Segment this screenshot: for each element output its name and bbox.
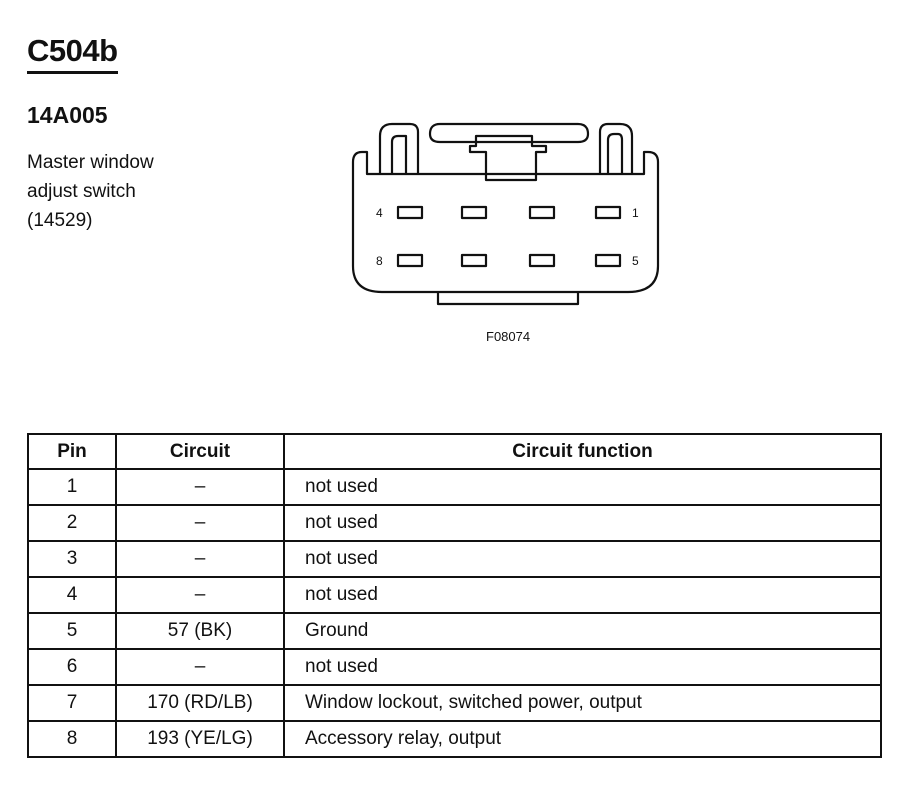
left-latch	[378, 122, 420, 174]
right-latch	[598, 122, 634, 174]
pin-cell: 5	[27, 612, 117, 650]
description-line: Master window	[27, 152, 154, 173]
pin-cell: 7	[27, 684, 117, 722]
column-header-function: Circuit function	[283, 433, 882, 470]
circuit-cell: –	[115, 648, 285, 686]
function-cell: Window lockout, switched power, output	[283, 684, 882, 722]
column-header-pin: Pin	[27, 433, 117, 470]
function-cell: Accessory relay, output	[283, 720, 882, 758]
bottom-tab	[436, 292, 580, 306]
connector-face-diagram: 4 1 8 5	[351, 122, 660, 306]
table-row: 6 – not used	[27, 648, 882, 686]
pin-cavity	[594, 253, 622, 268]
pin-cell: 4	[27, 576, 117, 614]
pin-cavity	[396, 205, 424, 220]
table-row: 8 193 (YE/LG) Accessory relay, output	[27, 720, 882, 758]
component-description: Master window adjust switch (14529)	[27, 148, 154, 235]
part-number: 14A005	[27, 102, 108, 128]
function-cell: not used	[283, 576, 882, 614]
figure-code: F08074	[486, 329, 531, 344]
table-row: 3 – not used	[27, 540, 882, 578]
column-header-circuit: Circuit	[115, 433, 285, 470]
table-row: 2 – not used	[27, 504, 882, 542]
connector-id-title: C504b	[27, 34, 118, 74]
pin-cell: 6	[27, 648, 117, 686]
pin-cavity	[528, 205, 556, 220]
connector-body	[351, 150, 660, 294]
center-key	[468, 134, 548, 182]
function-cell: not used	[283, 504, 882, 542]
pin-cell: 8	[27, 720, 117, 758]
circuit-cell: 170 (RD/LB)	[115, 684, 285, 722]
function-cell: Ground	[283, 612, 882, 650]
circuit-cell: –	[115, 540, 285, 578]
circuit-cell: –	[115, 576, 285, 614]
pin-label-8: 8	[376, 254, 383, 268]
pin-cavity	[460, 205, 488, 220]
function-cell: not used	[283, 648, 882, 686]
description-line: (14529)	[27, 210, 93, 231]
pin-label-1: 1	[632, 206, 639, 220]
table-row: 7 170 (RD/LB) Window lockout, switched p…	[27, 684, 882, 722]
function-cell: not used	[283, 540, 882, 578]
table-row: 1 – not used	[27, 468, 882, 506]
pin-cavity	[594, 205, 622, 220]
circuit-cell: 193 (YE/LG)	[115, 720, 285, 758]
table-header-row: Pin Circuit Circuit function	[27, 433, 882, 470]
function-cell: not used	[283, 468, 882, 506]
pin-cell: 2	[27, 504, 117, 542]
pin-cavity	[460, 253, 488, 268]
lock-bar	[428, 122, 590, 144]
table-row: 4 – not used	[27, 576, 882, 614]
circuit-cell: 57 (BK)	[115, 612, 285, 650]
pin-cavity	[396, 253, 424, 268]
pin-cavity	[528, 253, 556, 268]
circuit-cell: –	[115, 468, 285, 506]
pin-cell: 3	[27, 540, 117, 578]
table-row: 5 57 (BK) Ground	[27, 612, 882, 650]
circuit-cell: –	[115, 504, 285, 542]
pin-label-5: 5	[632, 254, 639, 268]
pin-table: Pin Circuit Circuit function 1 – not use…	[27, 433, 882, 758]
description-line: adjust switch	[27, 181, 136, 202]
pin-label-4: 4	[376, 206, 383, 220]
pin-cell: 1	[27, 468, 117, 506]
